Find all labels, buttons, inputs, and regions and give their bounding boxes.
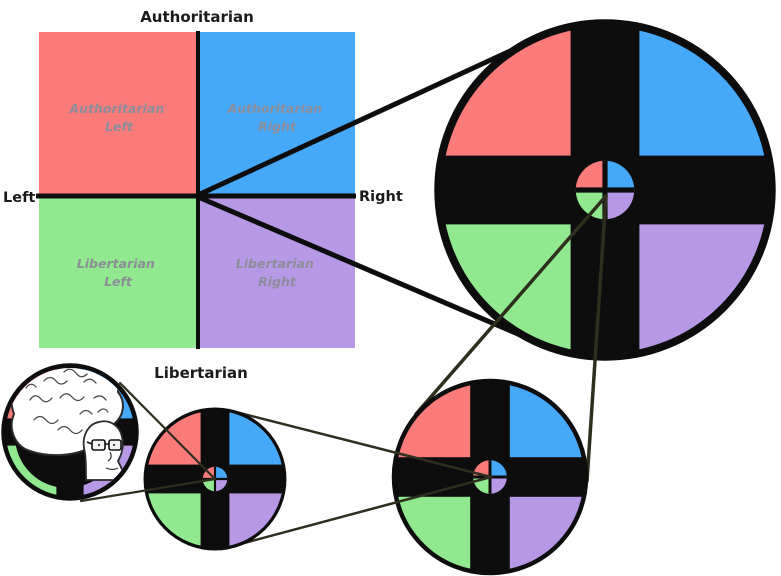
quadrant-lib-right <box>198 196 355 348</box>
quadrant-label-lib-right: Libertarian Right <box>236 256 318 289</box>
quadrant-label-lib-left: Libertarian Left <box>77 256 159 289</box>
brain-folds <box>25 368 109 435</box>
quadrant-lib-left <box>39 196 198 348</box>
quadrant-auth-right <box>198 32 355 196</box>
zoom-line <box>231 475 493 548</box>
face-outline <box>82 420 128 481</box>
zoom-line <box>195 194 542 346</box>
glasses-temple <box>86 441 93 445</box>
zoom-lines-level-4 <box>79 381 217 503</box>
quadrant-auth-left <box>39 32 198 196</box>
eye-left <box>97 443 101 447</box>
axis-label-libertarian: Libertarian <box>154 364 248 382</box>
brain-circle-outline <box>1 363 139 501</box>
zoom-line <box>230 409 493 479</box>
axis-label-right: Right <box>359 189 403 205</box>
zoom-lines-level-3 <box>230 409 493 548</box>
zoom-line <box>414 194 608 416</box>
zoom-line <box>118 381 217 481</box>
mouth-line <box>105 467 119 471</box>
quadrant-label-auth-left: Authoritarian Left <box>68 101 168 134</box>
big-brain-wojak-icon <box>10 368 128 488</box>
wojak-face <box>82 420 128 481</box>
quadrant-label-auth-right: Authoritarian Right <box>226 101 326 134</box>
zoom-lines-level-2 <box>414 194 608 483</box>
eye-right <box>112 443 116 447</box>
axis-label-authoritarian: Authoritarian <box>140 8 254 26</box>
zoom-line <box>79 477 217 503</box>
zoom-circle-level-4-brain <box>1 363 139 501</box>
zoom-line <box>195 37 537 198</box>
zoom-lines-level-1 <box>195 37 542 346</box>
axis-label-left: Left <box>3 190 35 206</box>
nose-line <box>107 451 112 462</box>
zoom-line <box>585 194 608 483</box>
zoom-circle-level-1 <box>438 23 772 357</box>
